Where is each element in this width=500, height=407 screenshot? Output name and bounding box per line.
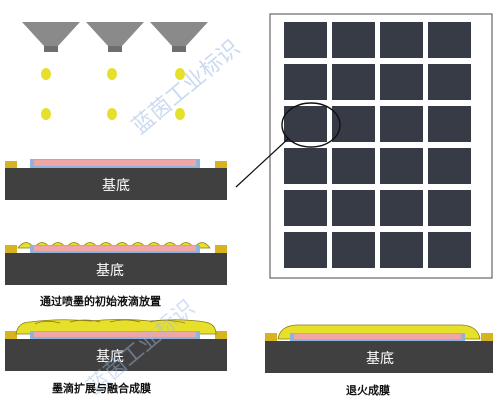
pixel-cell bbox=[380, 64, 423, 100]
pixel-cell bbox=[332, 22, 375, 58]
pixel-cell bbox=[332, 64, 375, 100]
falling-ink-drops bbox=[41, 68, 185, 120]
magnifier-callout bbox=[235, 102, 341, 188]
pixel-cell bbox=[428, 22, 471, 58]
pixel-cell bbox=[380, 232, 423, 268]
ink-drop bbox=[107, 108, 117, 120]
substrate-label: 基底 bbox=[96, 348, 124, 365]
substrate-label: 基底 bbox=[366, 350, 394, 367]
pixel-cell bbox=[332, 106, 375, 142]
caption-anneal: 退火成膜 bbox=[346, 384, 390, 397]
pixel-cell bbox=[428, 148, 471, 184]
substrate-stage-1: 基底 bbox=[5, 159, 227, 200]
pixel-cell bbox=[428, 232, 471, 268]
ink-drop bbox=[41, 108, 51, 120]
substrate-stage-3: 基底 bbox=[5, 319, 227, 371]
merged-ink-film bbox=[15, 319, 217, 335]
pixel-cell bbox=[284, 64, 327, 100]
ink-drop bbox=[175, 68, 185, 80]
pixel-cell bbox=[428, 190, 471, 226]
pixel-cell bbox=[332, 148, 375, 184]
pixel-cell bbox=[284, 22, 327, 58]
ink-drop bbox=[41, 68, 51, 80]
substrate-stage-2: 基底 bbox=[5, 242, 227, 285]
pixel-cell bbox=[284, 106, 327, 142]
pixel-cell bbox=[380, 22, 423, 58]
pixel-panel bbox=[269, 13, 493, 279]
pixel-cell bbox=[284, 148, 327, 184]
substrate-label: 基底 bbox=[96, 262, 124, 279]
pixel-cell bbox=[332, 190, 375, 226]
ink-drop bbox=[175, 108, 185, 120]
substrate-stage-4: 基底 bbox=[265, 324, 493, 373]
ink-drop bbox=[107, 68, 117, 80]
inkjet-nozzle-right bbox=[150, 22, 208, 52]
watermark-text: 蓝茵工业标识 bbox=[128, 36, 245, 140]
pixel-cell bbox=[380, 190, 423, 226]
pixel-cell bbox=[332, 232, 375, 268]
pixel-grid bbox=[284, 22, 471, 268]
caption-spread-merge: 墨滴扩展与融合成膜 bbox=[52, 382, 151, 395]
pixel-cell bbox=[284, 190, 327, 226]
caption-initial-drops: 通过喷墨的初始液滴放置 bbox=[40, 295, 161, 308]
substrate-label: 基底 bbox=[102, 177, 130, 194]
pixel-cell bbox=[284, 232, 327, 268]
pixel-cell bbox=[428, 106, 471, 142]
pixel-cell bbox=[380, 148, 423, 184]
inkjet-nozzle-left bbox=[22, 22, 80, 52]
inkjet-nozzle-middle bbox=[86, 22, 144, 52]
pixel-cell bbox=[428, 64, 471, 100]
pixel-cell bbox=[380, 106, 423, 142]
